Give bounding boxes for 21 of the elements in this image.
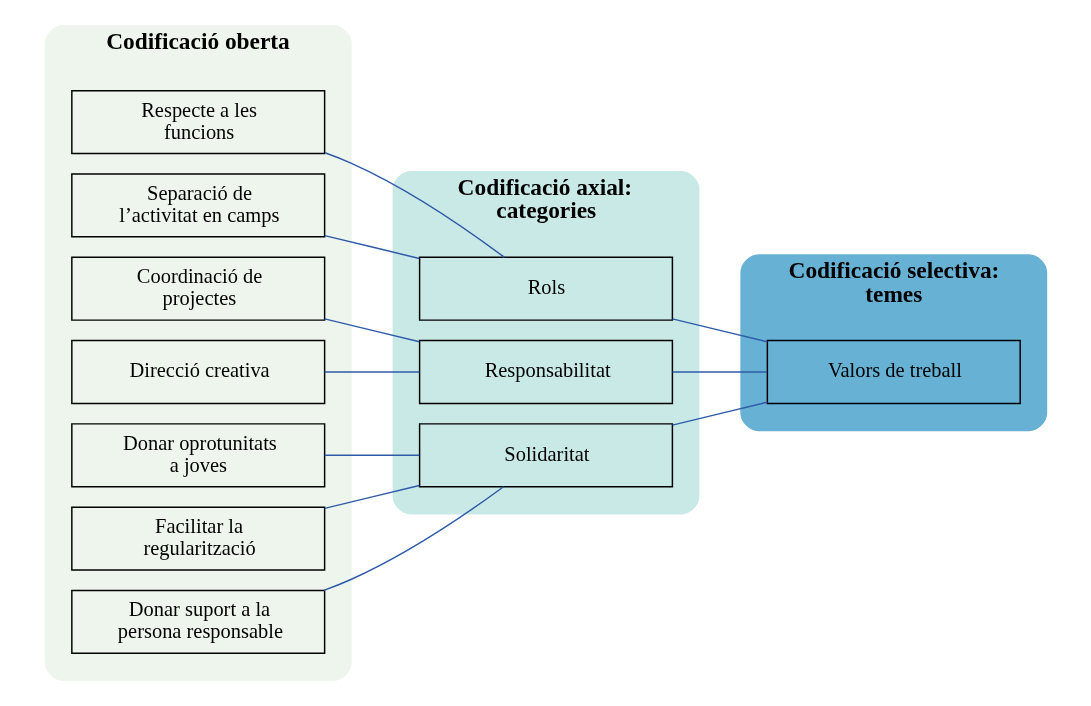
connector xyxy=(323,318,420,343)
connector xyxy=(323,152,505,259)
connector xyxy=(323,484,420,510)
node-box: Respecte a les funcions xyxy=(70,89,325,155)
connector xyxy=(323,371,420,373)
node-box: Donar oprotunitats a joves xyxy=(70,423,325,488)
node-box: Solidaritat xyxy=(418,423,673,488)
node-box: Donar suport a la persona responsable xyxy=(70,589,325,654)
node-box: Rols xyxy=(418,256,673,321)
connector xyxy=(671,401,768,426)
connector xyxy=(323,454,420,456)
connector xyxy=(322,486,504,592)
connector xyxy=(323,234,420,260)
node-box: Facilitar la regularització xyxy=(70,506,325,571)
connector xyxy=(671,318,768,343)
node-box: Valors de treball xyxy=(766,339,1021,405)
node-box: Responsabilitat xyxy=(418,339,673,405)
node-box: Separació de l’activitat en camps xyxy=(70,173,325,238)
node-box: Coordinació de projectes xyxy=(70,256,325,321)
node-box: Direcció creativa xyxy=(70,339,325,405)
connector xyxy=(671,371,768,373)
